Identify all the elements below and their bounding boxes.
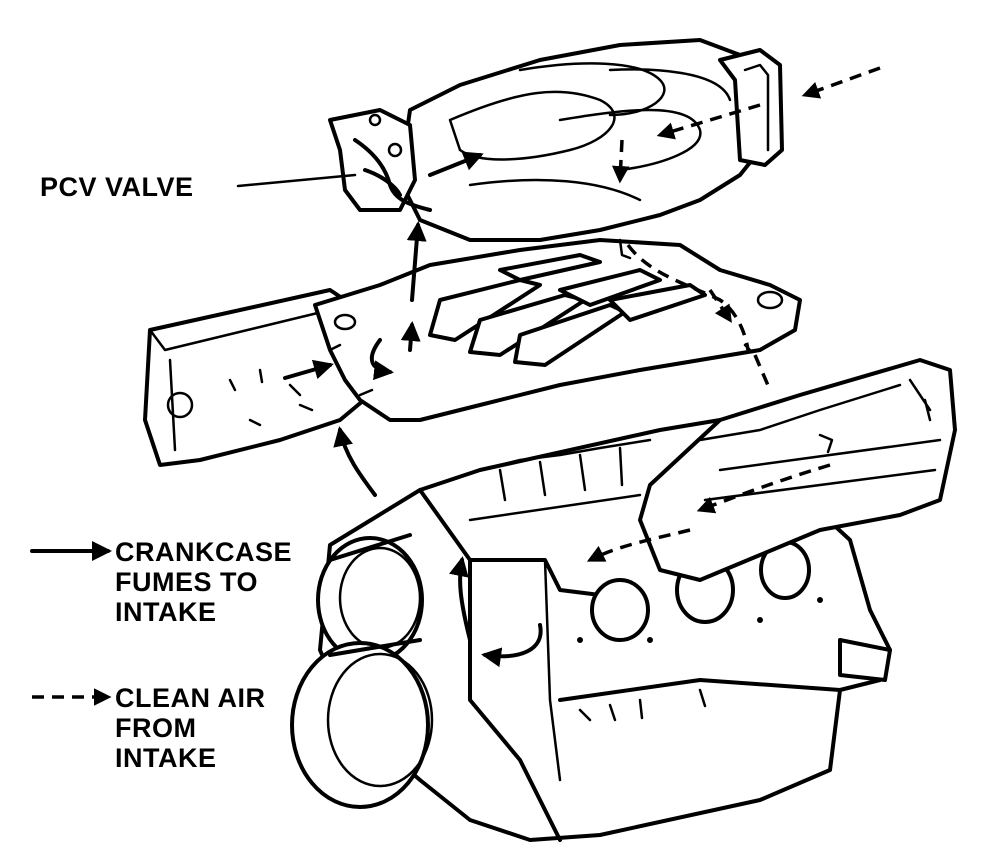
pcv-valve-label: PCV VALVE <box>40 172 194 202</box>
pcv-valve-callout: PCV VALVE <box>40 172 357 202</box>
legend: CRANKCASE FUMES TO INTAKE CLEAN AIR FROM… <box>30 537 292 773</box>
lower-intake-plate <box>313 238 802 422</box>
front-pulleys <box>290 533 434 809</box>
legend-item-clean-air: CLEAN AIR FROM INTAKE <box>32 683 266 773</box>
legend-air-line-2: FROM <box>115 713 196 743</box>
legend-fumes-line-2: FUMES TO <box>115 567 258 597</box>
legend-fumes-line-1: CRANKCASE <box>115 537 292 567</box>
upper-intake-plenum <box>328 38 784 260</box>
clean-air-flow-arrows <box>586 66 881 562</box>
legend-fumes-line-3: INTAKE <box>115 597 217 627</box>
legend-air-line-3: INTAKE <box>115 743 217 773</box>
legend-air-line-1: CLEAN AIR <box>115 683 266 713</box>
fumes-flow-arrows <box>283 151 543 668</box>
valve-cover <box>638 358 957 582</box>
legend-item-fumes: CRANKCASE FUMES TO INTAKE <box>30 537 292 627</box>
